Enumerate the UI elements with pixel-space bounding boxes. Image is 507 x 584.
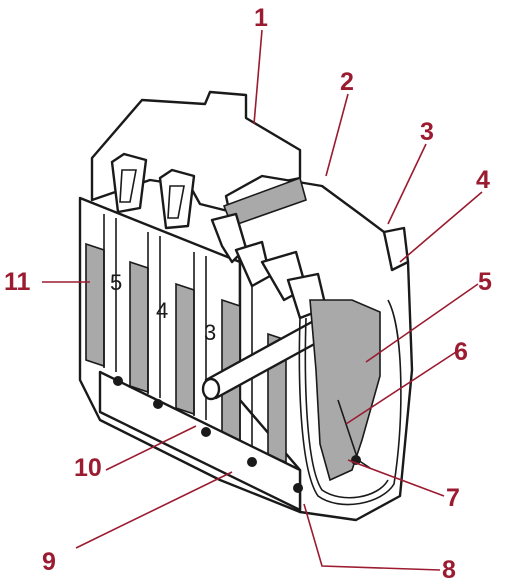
callout-6: 6 [454,338,468,366]
callout-11: 11 [4,268,31,296]
callout-3: 3 [420,118,434,146]
callout-5: 5 [478,268,492,296]
callout-9: 9 [42,548,56,576]
post-dividers [103,214,253,452]
callout-4: 4 [476,166,490,194]
slot-number-3: 3 [204,320,216,345]
relay-socket-body: 5 4 3 [78,90,414,522]
slot-number-5: 5 [110,270,122,295]
base-holes [113,376,361,493]
callout-10: 10 [74,454,102,482]
callout-labels: 1 2 3 4 5 6 7 8 9 10 11 [4,4,492,584]
callout-7: 7 [446,484,460,512]
slot-number-4: 4 [156,298,168,323]
callout-1: 1 [254,4,268,32]
leader-lines [42,29,483,571]
callout-2: 2 [340,68,354,96]
cap-slots [110,152,196,230]
wire-loop [298,299,402,506]
callout-8: 8 [442,556,456,584]
base-plate [98,370,302,512]
